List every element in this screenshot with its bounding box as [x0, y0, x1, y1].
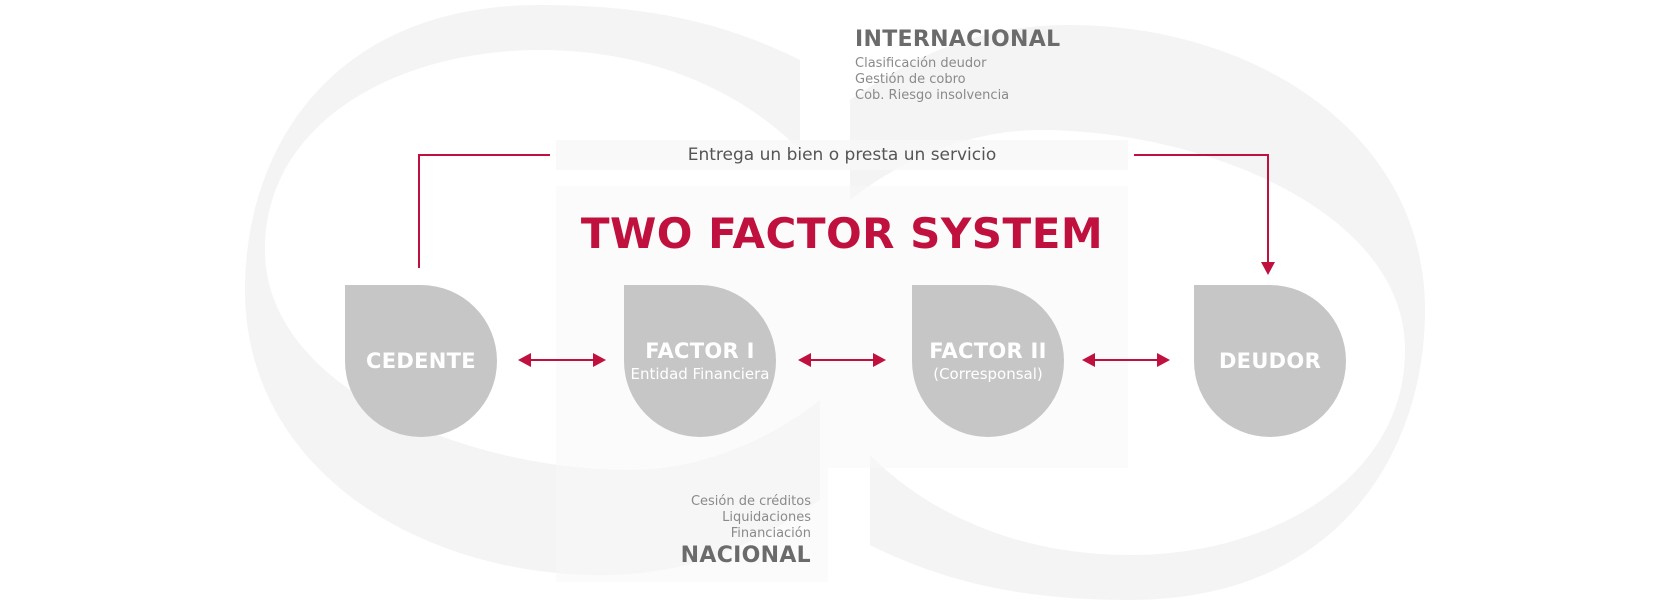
node-name: CEDENTE — [366, 349, 476, 373]
national-item: Cesión de créditos — [690, 494, 811, 509]
node-name: DEUDOR — [1218, 349, 1322, 373]
national-panel — [556, 468, 828, 582]
international-item: Clasificación deudor — [855, 56, 987, 72]
connector-service-to-deudor — [1134, 154, 1269, 265]
international-heading: INTERNACIONAL — [855, 27, 1061, 52]
international-item: Gestión de cobro — [855, 72, 966, 88]
node-cedente: CEDENTE — [345, 285, 497, 437]
arrowhead-down-icon — [1261, 262, 1275, 275]
international-block: INTERNACIONAL Clasificación deudor Gesti… — [855, 27, 1061, 104]
node-name: FACTOR I — [645, 339, 755, 363]
node-subtitle: Entidad Financiera — [630, 365, 770, 383]
arrowhead-left-icon — [1082, 353, 1095, 367]
arrowhead-right-icon — [593, 353, 606, 367]
node-factor-2: FACTOR II (Corresponsal) — [912, 285, 1064, 437]
left-ring — [245, 5, 820, 575]
arrowhead-left-icon — [798, 353, 811, 367]
arrowhead-right-icon — [873, 353, 886, 367]
national-heading: NACIONAL — [680, 543, 811, 568]
node-subtitle: (Corresponsal) — [933, 365, 1043, 383]
node-name: FACTOR II — [929, 339, 1047, 363]
right-ring — [850, 25, 1425, 600]
node-factor-1: FACTOR I Entidad Financiera — [624, 285, 776, 437]
national-item: Liquidaciones — [722, 510, 811, 525]
international-item: Cob. Riesgo insolvencia — [855, 88, 1010, 104]
arrowhead-left-icon — [518, 353, 531, 367]
service-label: Entrega un bien o presta un servicio — [556, 140, 1128, 170]
connector-cedente-to-service — [418, 154, 550, 268]
node-deudor: DEUDOR — [1194, 285, 1346, 437]
national-block: Cesión de créditos Liquidaciones Financi… — [681, 494, 811, 568]
diagram-title: TWO FACTOR SYSTEM — [580, 209, 1104, 258]
national-item: Financiación — [730, 526, 811, 541]
arrowhead-right-icon — [1157, 353, 1170, 367]
